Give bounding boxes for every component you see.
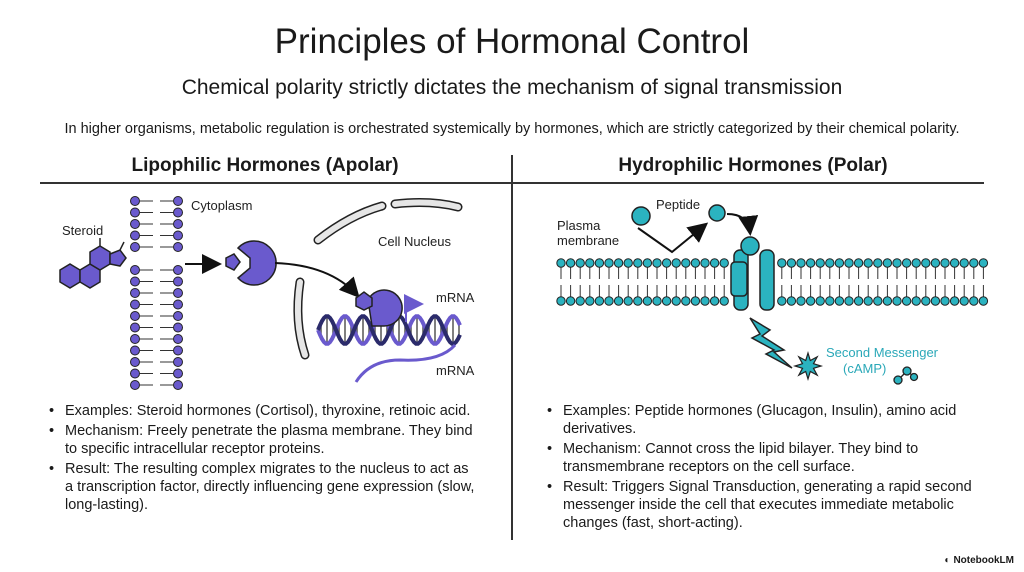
signal-bolt-icon [749, 317, 793, 369]
list-item: Mechanism: Freely penetrate the plasma m… [49, 422, 479, 458]
bound-peptide-icon [740, 236, 760, 256]
nuclear-entry-arrow [274, 262, 360, 298]
peptide-icon-2 [708, 204, 726, 222]
list-item: Result: The resulting complex migrates t… [49, 460, 479, 514]
notebooklm-icon: ◐ [944, 555, 951, 566]
binding-arrow-2 [726, 213, 759, 236]
cell-nucleus-label: Cell Nucleus [378, 234, 451, 249]
brand-logo: ◐ NotebookLM [944, 555, 1014, 566]
lipid-bilayer-vertical [130, 196, 183, 390]
intro-text: In higher organisms, metabolic regulatio… [64, 121, 960, 137]
hydrophilic-heading: Hydrophilic Hormones (Polar) [618, 155, 888, 176]
steroid-molecule-icon [59, 238, 127, 289]
hydrophilic-bullets: Examples: Peptide hormones (Glucagon, In… [547, 402, 977, 534]
lipophilic-heading: Lipophilic Hormones (Apolar) [131, 155, 399, 176]
page-title: Principles of Hormonal Control [274, 22, 750, 61]
second-messenger-label: Second Messenger (cAMP) [826, 345, 939, 376]
transcription-arrow [404, 294, 424, 322]
right-divider [513, 182, 984, 184]
left-divider [40, 182, 511, 184]
steroid-label: Steroid [62, 223, 104, 238]
mrna-label-top: mRNA [436, 290, 475, 305]
receptor-on-dna-icon [355, 289, 403, 327]
mrna-strand [354, 343, 457, 383]
lipophilic-bullets: Examples: Steroid hormones (Cortisol), t… [49, 402, 479, 516]
binding-arrow [637, 222, 709, 254]
dna-helix-icon [316, 314, 462, 346]
list-item: Examples: Peptide hormones (Glucagon, In… [547, 402, 977, 438]
list-item: Examples: Steroid hormones (Cortisol), t… [49, 402, 479, 420]
peptide-label: Peptide [656, 197, 701, 212]
mrna-label-bottom: mRNA [436, 363, 475, 378]
lipid-bilayer-horizontal [556, 258, 989, 306]
plasma-membrane-label: Plasma membrane [557, 218, 620, 248]
camp-molecule-icon [893, 366, 919, 385]
second-messenger-burst-icon [792, 350, 824, 382]
list-item: Result: Triggers Signal Transduction, ge… [547, 478, 977, 532]
nucleus-envelope [293, 198, 463, 360]
intracellular-receptor-icon [225, 240, 277, 286]
peptide-icon [631, 206, 651, 226]
cytoplasm-label: Cytoplasm [191, 198, 253, 213]
page-subtitle: Chemical polarity strictly dictates the … [181, 76, 843, 99]
list-item: Mechanism: Cannot cross the lipid bilaye… [547, 440, 977, 476]
center-divider [511, 155, 513, 540]
transmembrane-receptor-icon [730, 249, 775, 311]
